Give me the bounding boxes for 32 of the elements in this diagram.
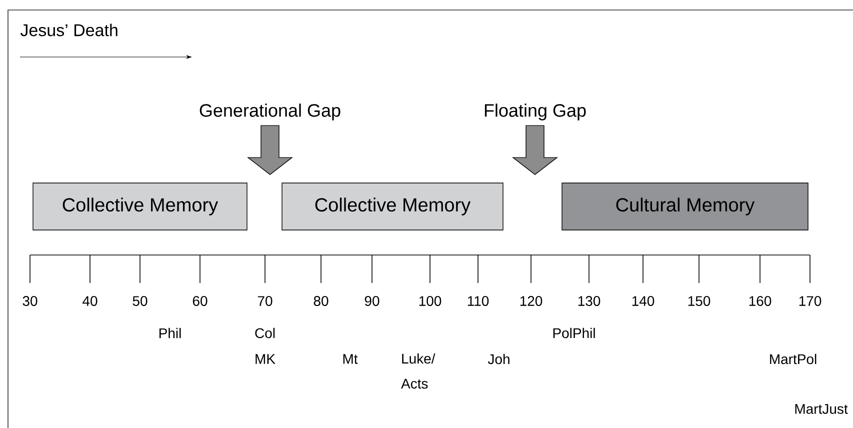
memory-box: Cultural Memory [562, 182, 808, 230]
text-label: Phil [159, 328, 181, 338]
year-label: 170 [799, 296, 822, 306]
year-label: 70 [258, 296, 272, 306]
year-label: 110 [468, 296, 489, 306]
year-label: 100 [419, 296, 442, 306]
text-label: Col [255, 328, 275, 338]
block-arrow [512, 125, 558, 176]
year-label: 120 [520, 296, 542, 306]
gap-label: Generational Gap [200, 104, 340, 120]
year-label: 40 [82, 296, 98, 306]
text-label: MartPol [770, 354, 816, 364]
text-label: Mt [343, 354, 358, 364]
memory-box: Collective Memory [282, 182, 504, 230]
text-label: PolPhil [553, 328, 595, 338]
text-label: MartJust [795, 404, 848, 414]
year-label: 130 [578, 296, 600, 306]
year-label: 160 [749, 296, 772, 306]
text-label: Joh [488, 354, 510, 364]
memory-box: Collective Memory [32, 182, 248, 230]
year-label: 80 [314, 296, 328, 306]
year-label: 50 [132, 296, 148, 306]
text-label: MK [256, 354, 276, 364]
year-label: 90 [364, 296, 380, 306]
year-label: 30 [22, 296, 38, 306]
timeline-heading: Jesus’ Death [20, 24, 118, 36]
year-label: 150 [688, 296, 710, 306]
block-arrow [246, 125, 294, 176]
year-label: 140 [632, 296, 654, 306]
year-label: 60 [192, 296, 208, 306]
gap-label: Floating Gap [484, 104, 586, 120]
text-label: Luke/ Acts [401, 353, 436, 389]
